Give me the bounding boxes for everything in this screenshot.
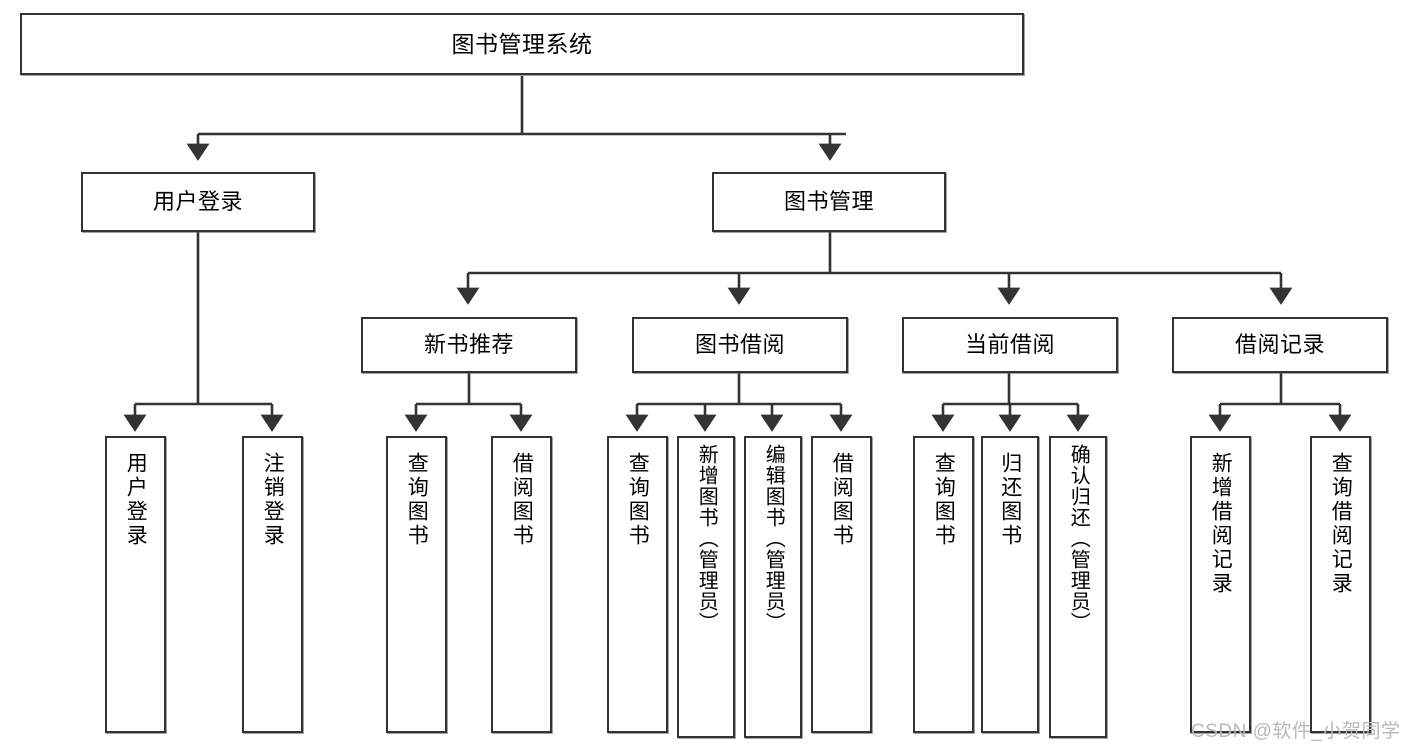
node-leaf-query-book-borrow[interactable]: 查询图书	[607, 436, 668, 733]
node-leaf-add-book-admin[interactable]: 新增图书（管理员）	[677, 436, 735, 738]
node-book-borrowing[interactable]: 图书借阅	[632, 317, 848, 373]
node-leaf-return-book[interactable]: 归还图书	[981, 436, 1039, 733]
node-label: 新增借阅记录	[1209, 452, 1233, 596]
node-leaf-borrow-book[interactable]: 借阅图书	[811, 436, 872, 733]
node-label: 查询图书	[932, 452, 956, 548]
node-label: 查询图书	[405, 452, 429, 548]
node-label: 借阅记录	[1234, 332, 1325, 358]
node-leaf-confirm-return-admin[interactable]: 确认归还（管理员）	[1049, 436, 1107, 738]
csdn-watermark: CSDN @软件_小贺同学	[1191, 721, 1401, 742]
node-label: 图书借阅	[694, 332, 785, 358]
node-user-login[interactable]: 用户登录	[81, 172, 315, 232]
node-label: 图书管理	[783, 189, 874, 215]
node-leaf-query-borrow-record[interactable]: 查询借阅记录	[1310, 436, 1371, 733]
node-label: 借阅图书	[510, 452, 534, 548]
node-label: 借阅图书	[830, 452, 854, 548]
node-label: 用户登录	[152, 189, 243, 215]
node-leaf-logout[interactable]: 注销登录	[242, 436, 303, 733]
node-label: 图书管理系统	[451, 30, 593, 57]
node-borrowing-record[interactable]: 借阅记录	[1172, 317, 1388, 373]
node-leaf-edit-book-admin[interactable]: 编辑图书（管理员）	[744, 436, 802, 738]
node-label: 查询图书	[626, 452, 650, 548]
node-label: 注销登录	[261, 452, 285, 548]
node-label: 新增图书（管理员）	[695, 444, 718, 633]
node-leaf-query-book-current[interactable]: 查询图书	[913, 436, 974, 733]
node-label: 当前借阅	[964, 332, 1055, 358]
node-leaf-add-borrow-record[interactable]: 新增借阅记录	[1190, 436, 1251, 733]
node-label: 用户登录	[124, 452, 148, 548]
node-root-library-management-system[interactable]: 图书管理系统	[20, 13, 1024, 75]
node-label: 编辑图书（管理员）	[762, 444, 785, 633]
node-label: 确认归还（管理员）	[1067, 444, 1090, 633]
node-current-borrowing[interactable]: 当前借阅	[902, 317, 1118, 373]
node-label: 归还图书	[998, 452, 1022, 548]
node-new-book-recommendation[interactable]: 新书推荐	[361, 317, 577, 373]
node-leaf-borrow-book-newrec[interactable]: 借阅图书	[491, 436, 552, 733]
node-label: 查询借阅记录	[1329, 452, 1353, 596]
node-label: 新书推荐	[423, 332, 514, 358]
node-book-management[interactable]: 图书管理	[712, 172, 946, 232]
node-leaf-user-login[interactable]: 用户登录	[105, 436, 166, 733]
node-leaf-query-book-newrec[interactable]: 查询图书	[386, 436, 447, 733]
